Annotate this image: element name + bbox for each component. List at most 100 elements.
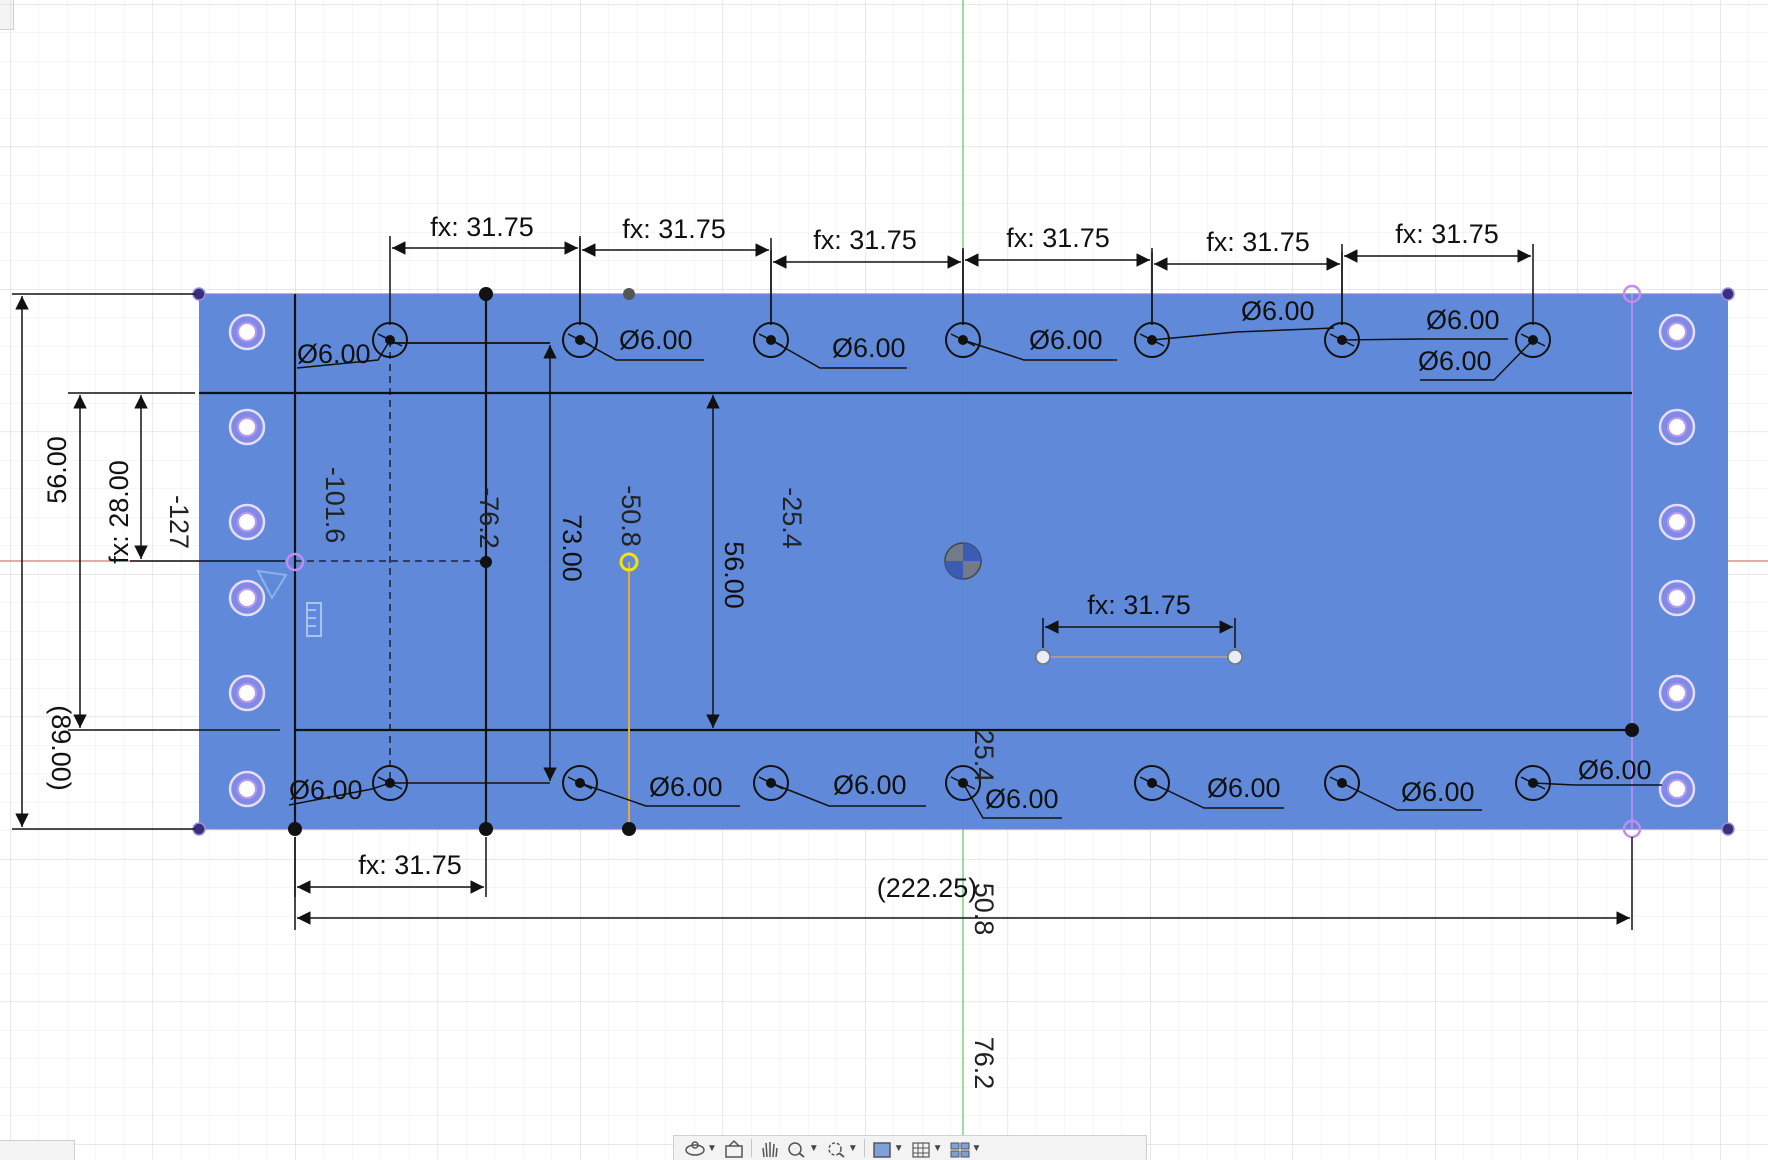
height-reference-label[interactable]: (89.00) — [46, 705, 76, 791]
corner-point-br[interactable] — [1721, 822, 1735, 836]
top-spacing-dimensions[interactable]: fx: 31.75 fx: 31.75 fx: 31.75 fx: 31.75 fx: … — [389, 212, 1534, 325]
side-hole-left-5[interactable] — [228, 674, 266, 712]
window-corner-bottom-left — [0, 1140, 75, 1160]
bottom-left-spacing-label[interactable]: fx: 31.75 — [358, 850, 462, 880]
side-hole-left-3[interactable] — [228, 503, 266, 541]
grid-settings-button[interactable]: ▼ — [910, 1137, 943, 1159]
point-segment-end[interactable] — [1227, 649, 1243, 665]
overall-width-label[interactable]: (222.25) — [877, 873, 978, 903]
point-mid-76[interactable] — [480, 556, 492, 568]
top-spacing-dimension-5[interactable]: fx: 31.75 — [1151, 227, 1343, 325]
point-bottom-left[interactable] — [288, 822, 302, 836]
viewports-button[interactable]: ▼ — [949, 1137, 982, 1159]
side-hole-right-4[interactable] — [1658, 579, 1696, 617]
top-spacing-dimension-2[interactable]: fx: 31.75 — [579, 214, 772, 325]
hole-label-bottom-2[interactable]: Ø6.00 — [649, 772, 723, 802]
half-height-label[interactable]: fx: 28.00 — [104, 460, 134, 564]
hole-bottom-7[interactable] — [1515, 765, 1551, 801]
top-spacing-label-1[interactable]: fx: 31.75 — [430, 212, 534, 242]
hole-span-label[interactable]: 73.00 — [557, 514, 587, 582]
center-spacing-dimension[interactable]: fx: 31.75 — [1042, 590, 1236, 648]
half-height-dimension[interactable]: fx: 28.00 — [104, 395, 285, 564]
top-spacing-dimension-4[interactable]: fx: 31.75 — [962, 223, 1153, 325]
sketch-points[interactable] — [192, 284, 1735, 839]
top-spacing-label-4[interactable]: fx: 31.75 — [1006, 223, 1110, 253]
hole-label-top-6[interactable]: Ø6.00 — [1426, 305, 1500, 335]
height-outer-label[interactable]: 56.00 — [42, 436, 72, 504]
side-hole-right-1[interactable] — [1658, 313, 1696, 351]
constraint-fix-icon[interactable] — [306, 602, 322, 637]
top-spacing-label-5[interactable]: fx: 31.75 — [1206, 227, 1310, 257]
hole-label-bottom-4[interactable]: Ø6.00 — [985, 784, 1059, 814]
viewports-dropdown-icon[interactable]: ▼ — [971, 1142, 982, 1154]
zoom-button[interactable]: ▼ — [786, 1137, 819, 1159]
fit-button[interactable]: ▼ — [825, 1137, 858, 1159]
top-spacing-label-3[interactable]: fx: 31.75 — [813, 225, 917, 255]
navigation-toolbar[interactable]: ▼ ▼ ▼ ▼ ▼ ▼ — [673, 1135, 1147, 1160]
selected-point[interactable] — [619, 552, 639, 572]
height-lines-dimension[interactable] — [68, 392, 280, 731]
coord-minus-101-6: -101.6 — [320, 467, 350, 544]
top-spacing-label-6[interactable]: fx: 31.75 — [1395, 219, 1499, 249]
side-mounting-holes[interactable] — [228, 313, 1696, 808]
side-hole-right-2[interactable] — [1658, 408, 1696, 446]
hole-label-bottom-6[interactable]: Ø6.00 — [1401, 777, 1475, 807]
hole-label-top-4[interactable]: Ø6.00 — [1029, 325, 1103, 355]
diameter-leader-line — [1341, 338, 1508, 341]
side-hole-left-6[interactable] — [228, 770, 266, 808]
side-hole-right-5[interactable] — [1658, 674, 1696, 712]
hole-span-dimension[interactable]: 73.00 — [390, 342, 587, 784]
inner-height-dimension[interactable]: 56.00 — [706, 395, 749, 728]
display-settings-button[interactable]: ▼ — [871, 1137, 904, 1159]
top-spacing-dimension-1[interactable]: fx: 31.75 — [389, 212, 581, 325]
pan-button[interactable] — [758, 1137, 780, 1159]
diameter-leaders — [288, 327, 1662, 819]
point-top-50[interactable] — [623, 288, 635, 300]
hole-label-bottom-3[interactable]: Ø6.00 — [833, 770, 907, 800]
top-spacing-label-2[interactable]: fx: 31.75 — [622, 214, 726, 244]
point-lower-right[interactable] — [1625, 723, 1639, 737]
display-settings-icon — [872, 1142, 891, 1158]
top-spacing-dimension-6[interactable]: fx: 31.75 — [1341, 219, 1534, 325]
corner-point-tr[interactable] — [1721, 287, 1735, 301]
hole-label-bottom-1[interactable]: Ø6.00 — [289, 775, 363, 805]
side-hole-right-6[interactable] — [1658, 770, 1696, 808]
look-at-button[interactable] — [723, 1137, 745, 1159]
hole-diameter-labels-top[interactable]: Ø6.00 Ø6.00 Ø6.00 Ø6.00 Ø6.00 Ø6.00 Ø6.0… — [297, 296, 1500, 376]
hole-label-bottom-5[interactable]: Ø6.00 — [1207, 773, 1281, 803]
point-segment-start[interactable] — [1035, 649, 1051, 665]
hole-label-top-7[interactable]: Ø6.00 — [1418, 346, 1492, 376]
hole-label-bottom-7[interactable]: Ø6.00 — [1578, 755, 1652, 785]
side-hole-left-2[interactable] — [228, 408, 266, 446]
hole-label-top-3[interactable]: Ø6.00 — [832, 333, 906, 363]
center-spacing-label[interactable]: fx: 31.75 — [1087, 590, 1191, 620]
point-top-76[interactable] — [479, 287, 493, 301]
height-outer-dimension[interactable]: 56.00 (89.00) — [12, 293, 195, 830]
hole-label-top-1[interactable]: Ø6.00 — [297, 339, 371, 369]
constraint-triangle-icon[interactable] — [256, 569, 288, 601]
point-bottom-76[interactable] — [479, 822, 493, 836]
orbit-dropdown-icon[interactable]: ▼ — [707, 1142, 717, 1154]
side-hole-left-1[interactable] — [228, 313, 266, 351]
point-top-right-construction[interactable] — [1622, 284, 1642, 304]
grid-settings-dropdown-icon[interactable]: ▼ — [932, 1142, 943, 1154]
coord-minus-127: -127 — [164, 495, 194, 549]
sketch-origin-icon[interactable] — [944, 542, 982, 580]
inner-height-label[interactable]: 56.00 — [719, 541, 749, 609]
overall-width-dimension[interactable]: (222.25) — [294, 837, 1633, 930]
hole-label-top-2[interactable]: Ø6.00 — [619, 325, 693, 355]
side-hole-left-4[interactable] — [228, 579, 266, 617]
hole-label-top-5[interactable]: Ø6.00 — [1241, 296, 1315, 326]
zoom-dropdown-icon[interactable]: ▼ — [808, 1142, 819, 1154]
display-settings-dropdown-icon[interactable]: ▼ — [893, 1142, 904, 1154]
point-bottom-50[interactable] — [622, 822, 636, 836]
hole-diameter-labels-bottom[interactable]: Ø6.00 Ø6.00 Ø6.00 Ø6.00 Ø6.00 Ø6.00 Ø6.0… — [289, 755, 1652, 814]
orbit-button[interactable]: ▼ — [684, 1137, 717, 1159]
side-hole-right-3[interactable] — [1658, 503, 1696, 541]
point-origin-left[interactable] — [285, 552, 305, 572]
coord-25-4: 25.4 — [969, 730, 999, 783]
y-axis-coordinates: 25.4 50.8 76.2 — [969, 730, 999, 1090]
fit-dropdown-icon[interactable]: ▼ — [847, 1142, 858, 1154]
